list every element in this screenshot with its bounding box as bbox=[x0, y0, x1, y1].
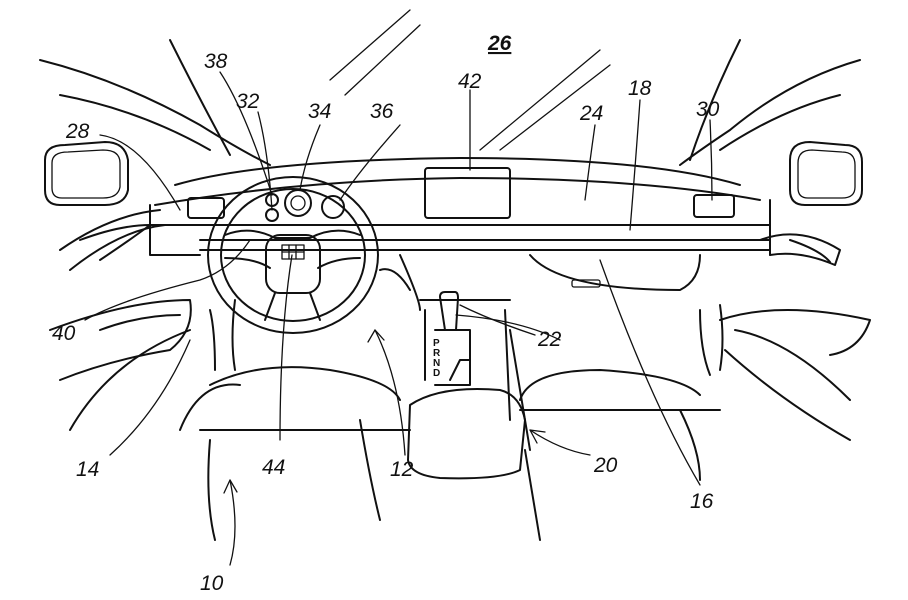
reference-numerals: 26 38 32 34 36 42 18 24 30 28 40 14 44 1… bbox=[52, 32, 720, 595]
label-28: 28 bbox=[65, 120, 90, 143]
instrument-cluster bbox=[265, 189, 345, 222]
label-26: 26 bbox=[487, 32, 512, 55]
svg-text:P: P bbox=[433, 338, 440, 349]
label-10: 10 bbox=[200, 572, 224, 595]
label-16: 16 bbox=[690, 490, 714, 513]
label-32: 32 bbox=[236, 90, 260, 113]
label-44: 44 bbox=[262, 456, 285, 479]
label-40: 40 bbox=[52, 322, 76, 345]
leader-lines bbox=[84, 71, 713, 566]
glovebox-handle bbox=[571, 279, 601, 288]
label-42: 42 bbox=[458, 70, 482, 93]
label-30: 30 bbox=[696, 98, 720, 121]
steering-wheel bbox=[207, 176, 379, 334]
label-36: 36 bbox=[370, 100, 394, 123]
roof-and-pillars bbox=[39, 9, 861, 166]
door-panels bbox=[49, 209, 871, 441]
gear-selector: P R N D bbox=[433, 338, 441, 379]
dashboard bbox=[149, 157, 771, 311]
svg-text:R: R bbox=[433, 348, 441, 359]
label-22: 22 bbox=[537, 328, 562, 351]
seats-and-console bbox=[179, 291, 724, 541]
side-mirrors bbox=[44, 141, 863, 206]
label-12: 12 bbox=[390, 458, 414, 481]
label-38: 38 bbox=[204, 50, 228, 73]
label-14: 14 bbox=[76, 458, 99, 481]
center-display-42 bbox=[424, 167, 511, 219]
label-18: 18 bbox=[628, 77, 652, 100]
label-20: 20 bbox=[593, 454, 618, 477]
label-24: 24 bbox=[579, 102, 603, 125]
svg-text:D: D bbox=[433, 368, 440, 379]
label-34: 34 bbox=[308, 100, 331, 123]
svg-text:N: N bbox=[433, 358, 440, 369]
airbag-hub-44 bbox=[265, 234, 321, 294]
